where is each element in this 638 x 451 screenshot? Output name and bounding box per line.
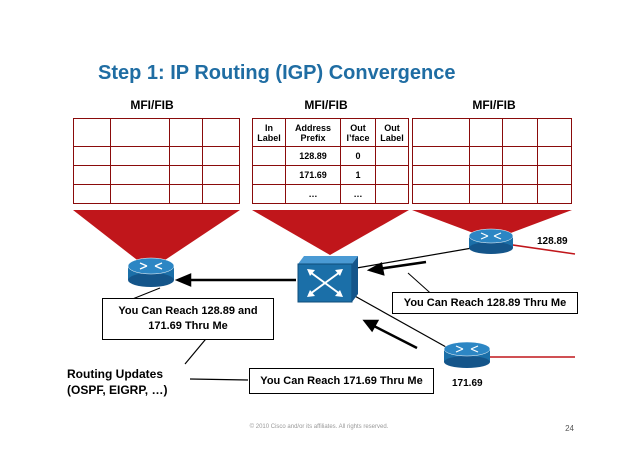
header-address-prefix: Address Prefix — [285, 118, 341, 147]
fib-table-center: In Label Address Prefix Out I’face Out L… — [252, 118, 409, 204]
header-out-iface: Out I’face — [340, 118, 376, 147]
cell-iface: 1 — [340, 165, 376, 185]
pointer-routing-2 — [189, 378, 249, 381]
fib-label-center: MFI/FIB — [304, 98, 348, 112]
cell-prefix: 128.89 — [285, 146, 341, 166]
prefix-label-right: 128.89 — [537, 236, 568, 247]
header-out-label: Out Label — [375, 118, 409, 147]
arrow-left — [174, 273, 296, 287]
arrow-right — [366, 260, 427, 276]
prefix-label-bottom: 171.69 — [452, 378, 483, 389]
fib-table-left — [73, 118, 240, 204]
table-row: 171.69 1 — [252, 165, 409, 185]
routing-updates-label: Routing Updates (OSPF, EIGRP, …) — [67, 366, 167, 398]
callout-bottom: You Can Reach 171.69 Thru Me — [249, 368, 434, 394]
fib-table-right — [412, 118, 572, 204]
callout-left: You Can Reach 128.89 and 171.69 Thru Me — [102, 298, 274, 340]
funnel-left — [73, 210, 240, 270]
fib-label-left: MFI/FIB — [130, 98, 174, 112]
fib-label-right: MFI/FIB — [472, 98, 516, 112]
cell-prefix: 171.69 — [285, 165, 341, 185]
router-left-icon — [127, 257, 175, 287]
callout-right: You Can Reach 128.89 Thru Me — [392, 292, 578, 314]
table-row: … … — [252, 184, 409, 204]
cell-prefix: … — [285, 184, 341, 204]
arrow-bottom — [362, 319, 418, 350]
copyright-footer: © 2010 Cisco and/or its affiliates. All … — [249, 424, 389, 430]
cell-iface: … — [340, 184, 376, 204]
cell-iface: 0 — [340, 146, 376, 166]
page-title: Step 1: IP Routing (IGP) Convergence — [98, 62, 456, 84]
routing-updates-line1: Routing Updates — [67, 367, 163, 381]
funnel-right — [412, 210, 572, 240]
switch-center-icon — [297, 256, 358, 303]
header-in-label: In Label — [252, 118, 286, 147]
funnel-center — [252, 210, 409, 255]
link-center-right — [344, 246, 479, 271]
table-row: 128.89 0 — [252, 146, 409, 166]
page-number: 24 — [565, 424, 574, 433]
router-bottom-icon — [443, 341, 491, 368]
router-right-icon — [468, 228, 514, 254]
routing-updates-line2: (OSPF, EIGRP, …) — [67, 383, 168, 397]
